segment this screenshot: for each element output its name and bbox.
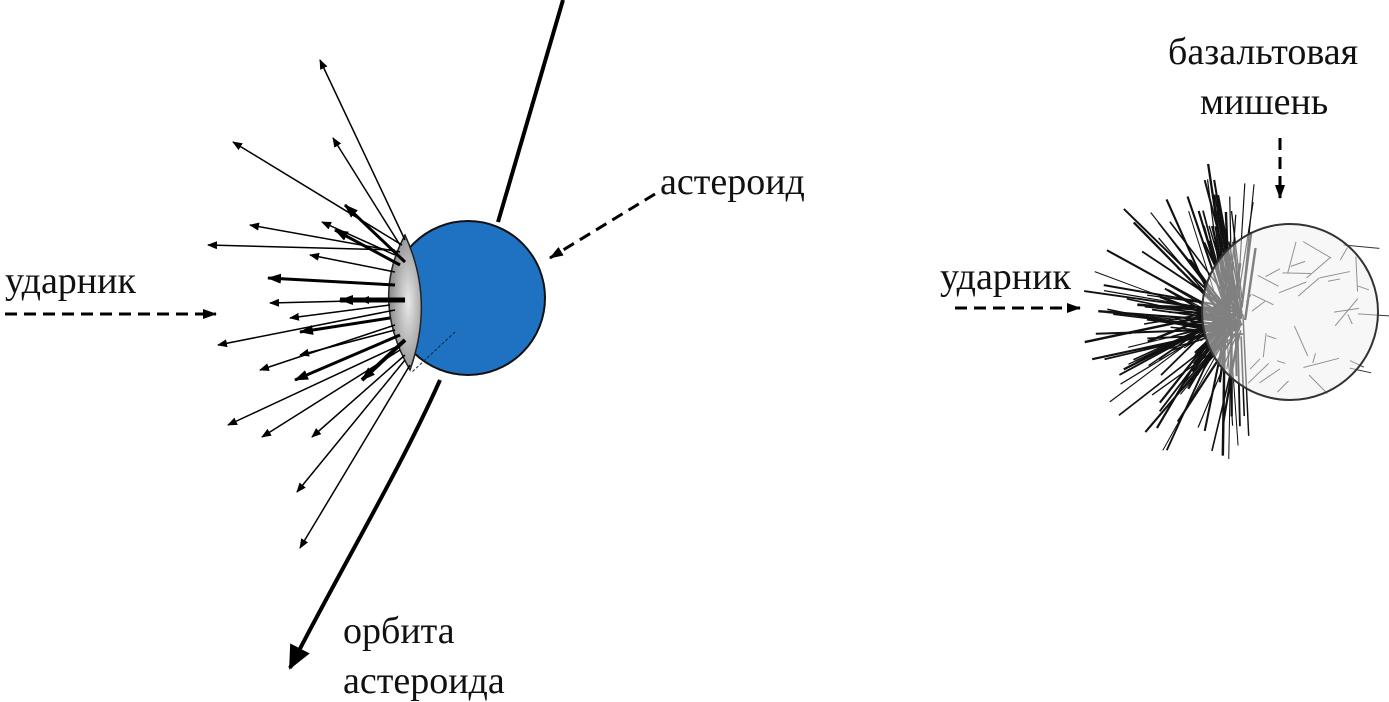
impactor-label-left: ударник <box>5 260 136 302</box>
ejecta-arrow <box>309 252 396 273</box>
ejecta-arrow <box>261 349 401 438</box>
ejecta-arrow <box>267 273 396 287</box>
ejecta-arrow <box>299 364 411 549</box>
ejecta-ray <box>1118 334 1223 416</box>
ejecta-arrow <box>319 59 406 241</box>
ejecta-arrow <box>299 329 396 357</box>
ejecta-arrow <box>311 354 406 438</box>
ejecta-arrow <box>343 203 407 264</box>
basalt-target <box>1201 223 1379 401</box>
orbit-label-line1: орбита <box>343 610 455 652</box>
asteroid-orbit <box>288 0 565 670</box>
ejecta-arrow <box>289 304 391 321</box>
orbit-label-line2: астероида <box>343 660 505 702</box>
target-label-line1: базальтовая <box>1168 31 1359 73</box>
ejecta-arrows <box>207 59 411 549</box>
impactor-label-right: ударник <box>940 256 1071 298</box>
target-label-line2: мишень <box>1200 81 1329 123</box>
ejecta-arrow <box>296 359 406 493</box>
ejecta-arrow <box>227 344 401 426</box>
ejecta-arrow <box>207 241 396 251</box>
ejecta-arrow <box>334 228 401 267</box>
ejecta-ray <box>1343 244 1380 249</box>
ejecta-ray <box>1084 290 1224 312</box>
ejecta-arrow <box>294 333 401 382</box>
ejecta-arrow <box>321 221 396 256</box>
asteroid-pointer-arrow <box>549 192 656 260</box>
ejecta-arrow <box>332 137 401 246</box>
ejecta-arrow <box>299 316 391 335</box>
ejecta-arrow <box>249 222 401 253</box>
asteroid-label: астероид <box>660 161 805 203</box>
ejecta-arrow <box>232 141 403 246</box>
